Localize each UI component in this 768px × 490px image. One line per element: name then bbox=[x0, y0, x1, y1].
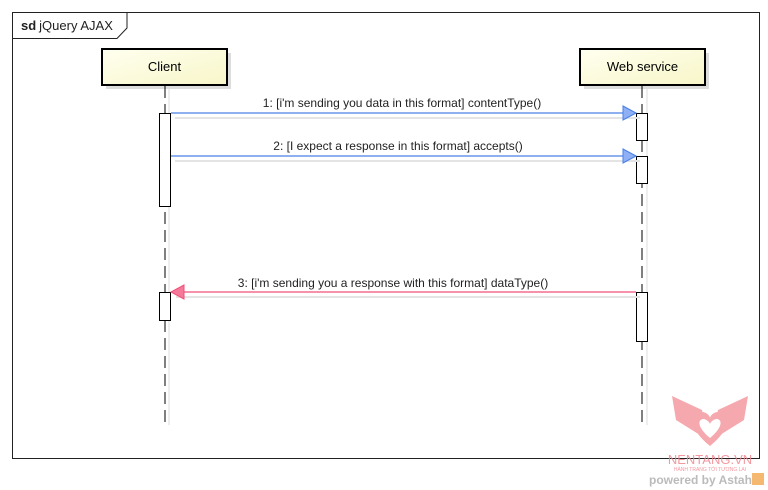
message-label: 1: [i'm sending you data in this format]… bbox=[263, 96, 541, 110]
message-label: 2: [I expect a response in this format] … bbox=[273, 139, 522, 153]
message-1[interactable]: 1: [i'm sending you data in this format]… bbox=[171, 96, 640, 121]
watermark-brand: NENTANG.VN bbox=[668, 452, 752, 467]
astah-icon bbox=[752, 473, 764, 485]
lifeline-web-service[interactable]: Web service bbox=[579, 48, 709, 425]
frame-kind: sd bbox=[21, 18, 36, 33]
nentang-logo: NENTANG.VN HÀNH TRANG TỚI TƯƠNG LAI bbox=[668, 396, 752, 473]
frame-title: jQuery AJAX bbox=[38, 18, 113, 33]
arrowhead-icon bbox=[622, 105, 638, 121]
activation-bars bbox=[159, 113, 648, 342]
lifeline-client[interactable]: Client bbox=[101, 48, 231, 425]
arrowhead-icon bbox=[169, 284, 185, 300]
lifeline-label: Client bbox=[148, 59, 182, 74]
message-2[interactable]: 2: [I expect a response in this format] … bbox=[171, 139, 640, 164]
arrowhead-icon bbox=[622, 148, 638, 164]
lifeline-label: Web service bbox=[607, 59, 678, 74]
message-label: 3: [i'm sending you a response with this… bbox=[238, 276, 548, 290]
powered-by-text: powered by Astah bbox=[649, 473, 752, 487]
message-3[interactable]: 3: [i'm sending you a response with this… bbox=[169, 276, 640, 300]
watermark-tagline: HÀNH TRANG TỚI TƯƠNG LAI bbox=[674, 466, 746, 473]
